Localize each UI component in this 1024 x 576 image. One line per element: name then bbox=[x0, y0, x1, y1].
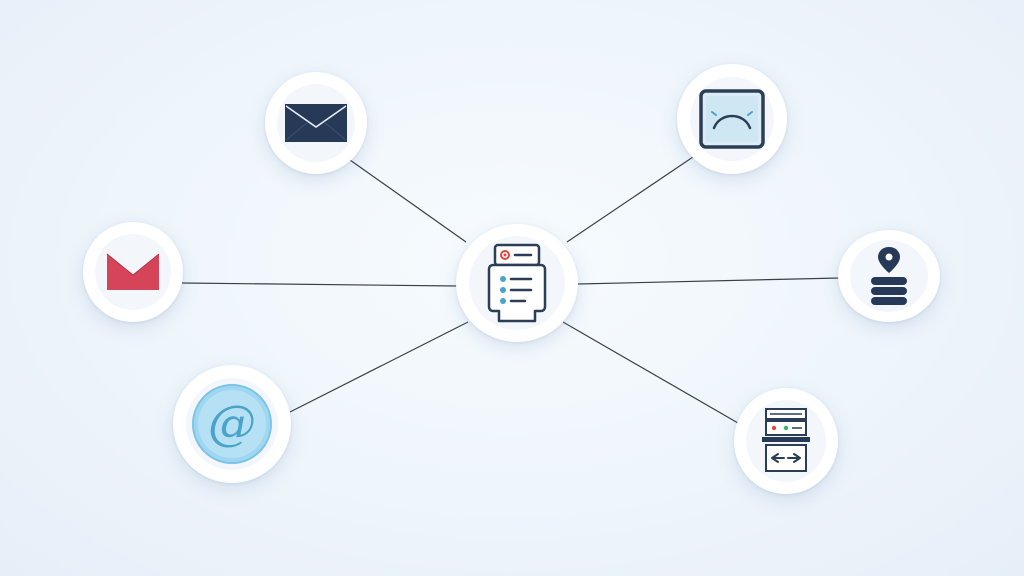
envelope-node-inner bbox=[277, 84, 355, 162]
hub-node[interactable] bbox=[456, 224, 578, 342]
svg-text:@: @ bbox=[208, 395, 256, 451]
server-node-inner bbox=[746, 400, 826, 482]
edge-hub-at bbox=[289, 321, 469, 413]
monitor-node[interactable] bbox=[677, 64, 787, 174]
at-sign-node[interactable]: @ bbox=[173, 365, 291, 483]
gmail-icon bbox=[106, 253, 160, 290]
edge-hub-server bbox=[562, 321, 739, 424]
edge-hub-envelope bbox=[349, 159, 467, 243]
gmail-node-inner bbox=[95, 234, 171, 310]
database-location-icon bbox=[871, 247, 907, 305]
monitor-node-inner bbox=[690, 77, 774, 161]
database-node-inner bbox=[850, 240, 928, 312]
envelope-icon bbox=[285, 104, 347, 142]
at-sign-icon: @ bbox=[192, 384, 272, 464]
form-document-icon bbox=[487, 243, 547, 323]
server-transfer-icon bbox=[762, 408, 810, 472]
edge-hub-monitor bbox=[566, 156, 694, 243]
monitor-smile-icon bbox=[699, 89, 765, 149]
hub-node-inner bbox=[469, 236, 565, 330]
envelope-node[interactable] bbox=[265, 72, 367, 174]
server-node[interactable] bbox=[734, 388, 838, 494]
at-sign-node-inner: @ bbox=[186, 378, 278, 470]
edge-hub-database bbox=[577, 277, 841, 285]
edge-hub-gmail bbox=[181, 282, 459, 287]
gmail-node[interactable] bbox=[83, 222, 183, 322]
database-node[interactable] bbox=[838, 230, 940, 322]
